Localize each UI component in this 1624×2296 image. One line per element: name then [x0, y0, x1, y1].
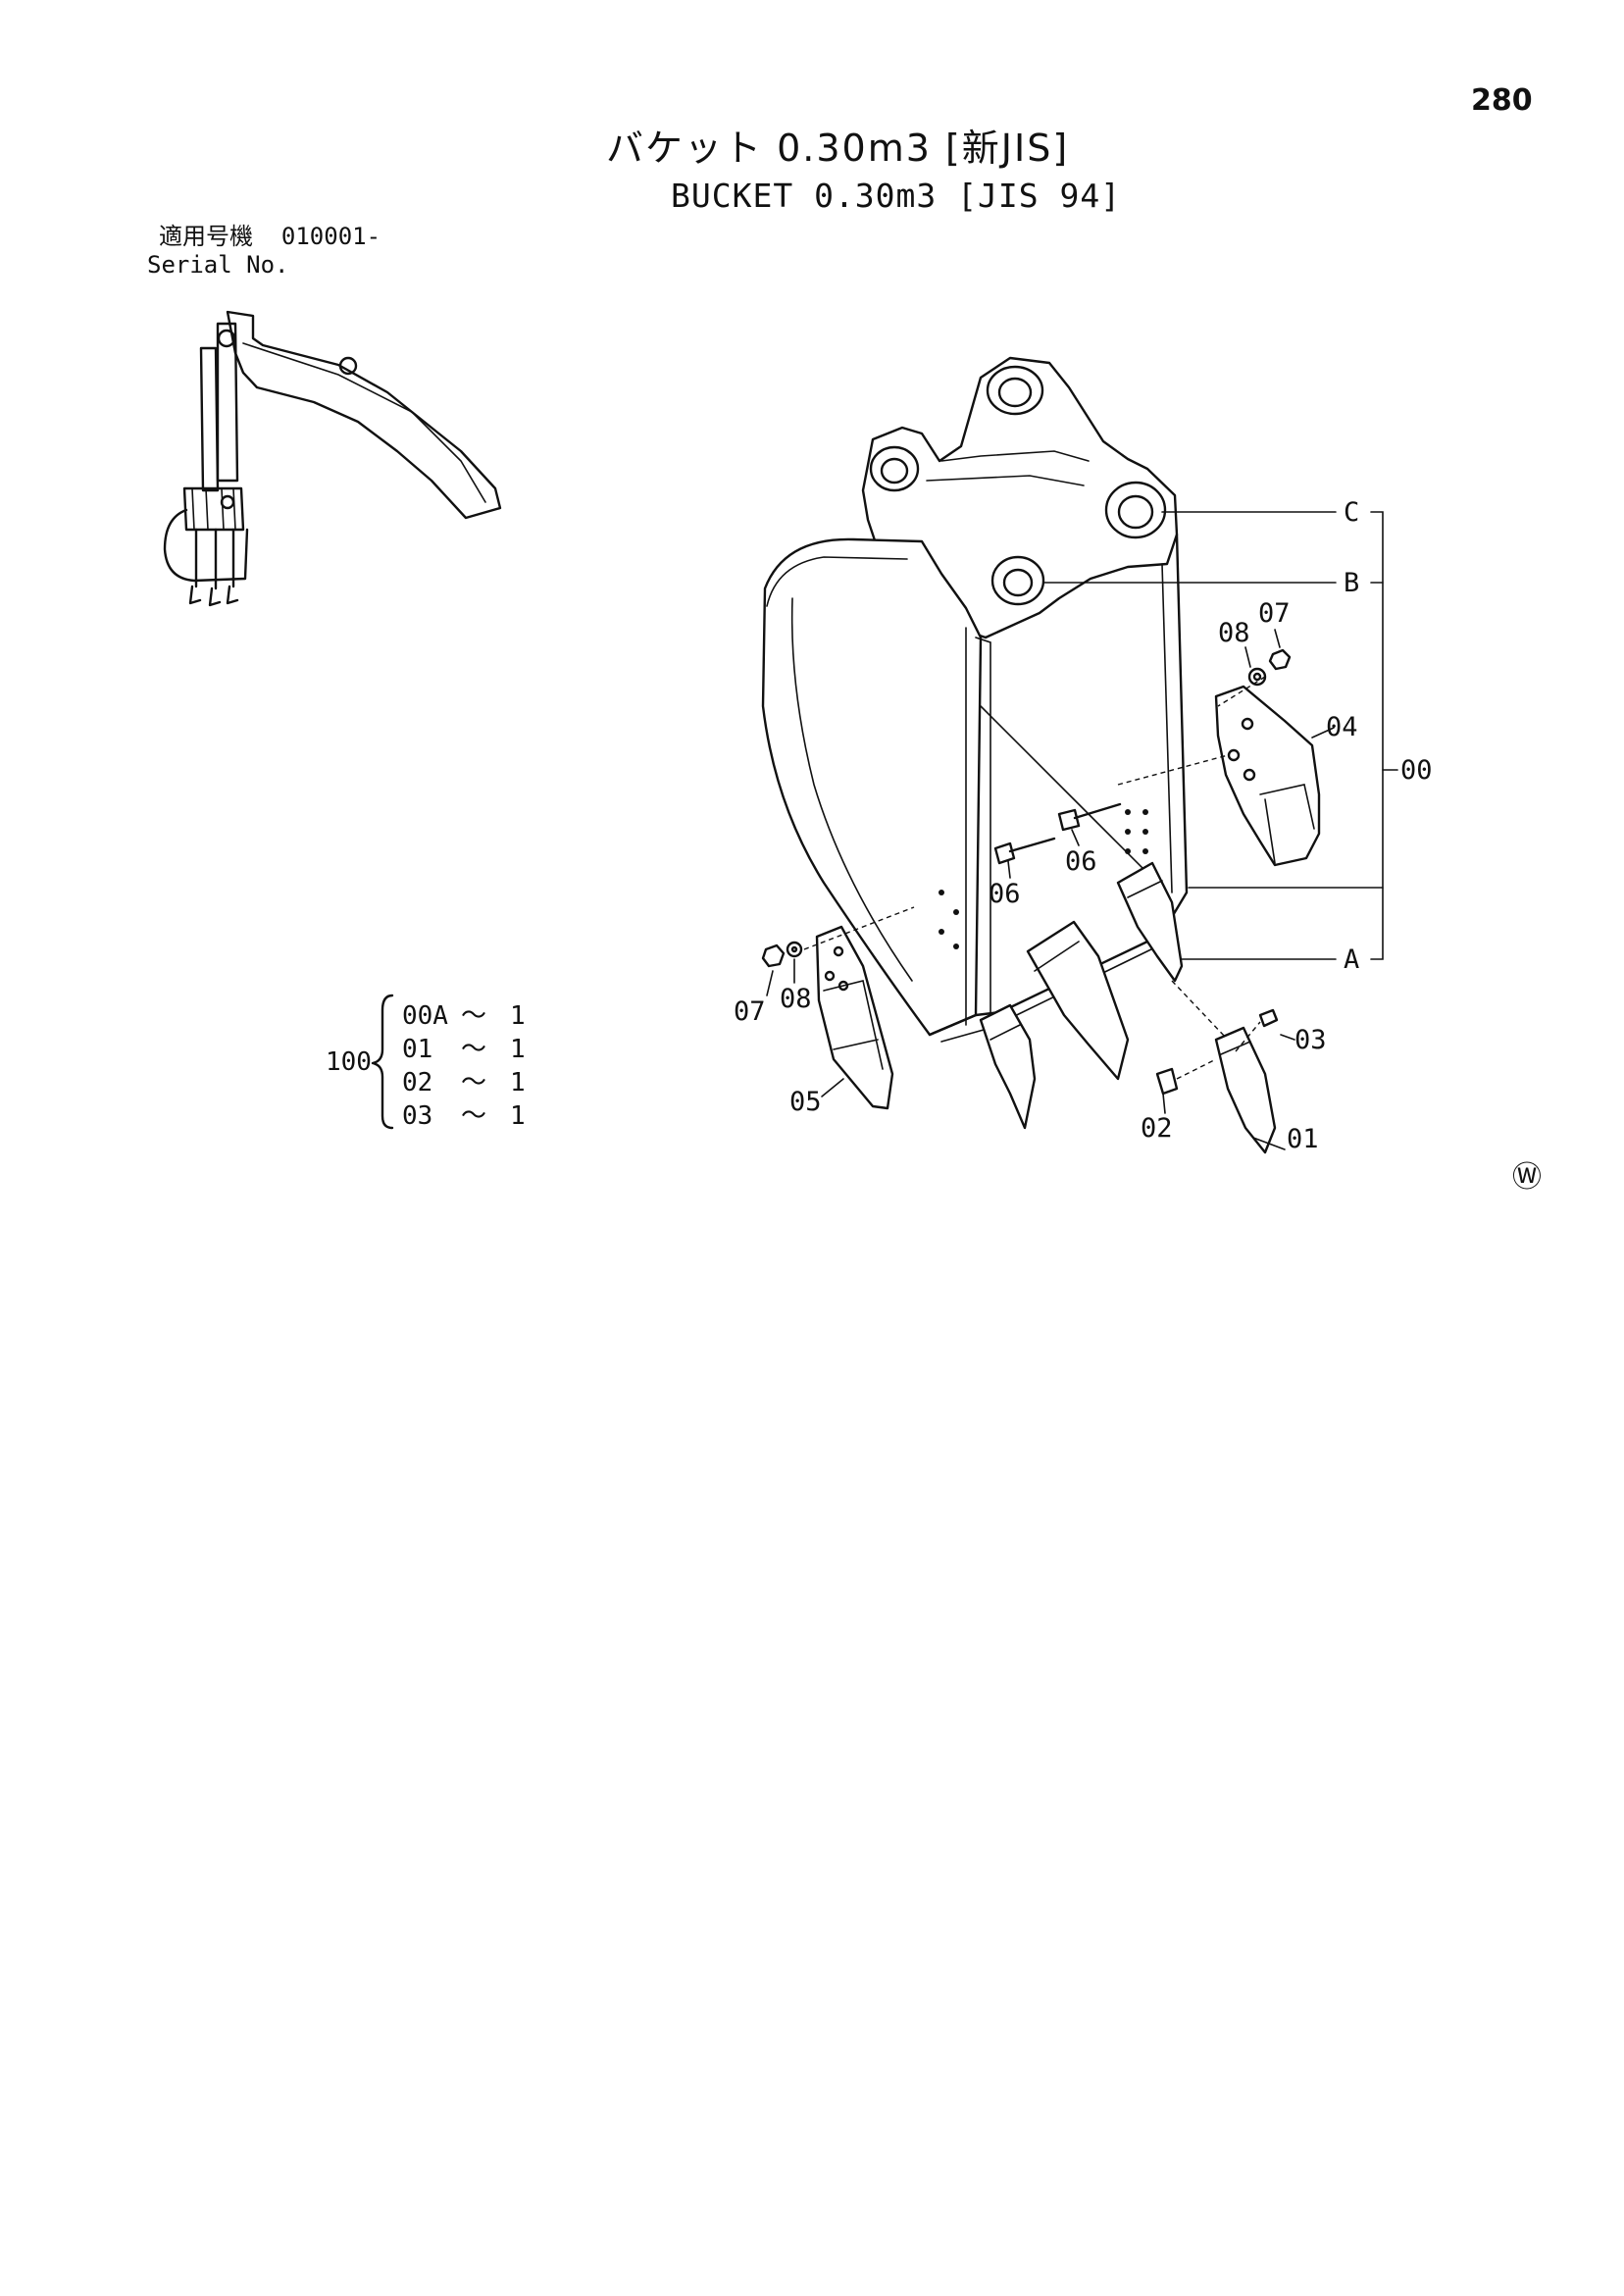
- kit-item-part: 00A: [402, 1001, 448, 1031]
- lock-pin: [1155, 1067, 1179, 1096]
- pin: [1258, 1008, 1279, 1028]
- part-label-03: 03: [1294, 1025, 1327, 1055]
- kit-item-tilde: 〜: [461, 1001, 487, 1031]
- part-label-04: 04: [1326, 712, 1358, 742]
- reference-letter-b: B: [1344, 568, 1360, 598]
- assembly-lines: [803, 676, 1266, 1080]
- kit-item-part: 03: [402, 1101, 433, 1131]
- serial-value: 010001-: [280, 223, 381, 250]
- part-label-07-left: 07: [734, 996, 766, 1027]
- reference-letter-c: C: [1344, 497, 1360, 528]
- kit-item-tilde: 〜: [461, 1068, 487, 1097]
- part-label-05: 05: [789, 1087, 822, 1117]
- page-number: 280: [1471, 83, 1533, 118]
- serial-label-english: Serial No.: [147, 251, 289, 279]
- kit-item-qty: 1: [510, 1101, 526, 1131]
- kit-item-part: 02: [402, 1068, 433, 1097]
- serial-label-japanese: 適用号機: [159, 223, 253, 250]
- part-label-00: 00: [1400, 755, 1433, 786]
- side-cutter-left: [815, 925, 894, 1110]
- bolts: [993, 802, 1122, 865]
- serial-row: 適用号機 010001-: [159, 225, 381, 248]
- corner-mark: Ⓦ: [1512, 1160, 1542, 1195]
- kit-number: 100: [326, 1047, 372, 1077]
- part-label-06-left: 06: [989, 879, 1021, 909]
- fasteners: [761, 648, 1292, 968]
- leader-lines: [766, 511, 1398, 1150]
- part-label-01: 01: [1287, 1124, 1319, 1154]
- kit-item-qty: 1: [510, 1035, 526, 1064]
- kit-item-tilde: 〜: [461, 1035, 487, 1064]
- kit-item-tilde: 〜: [461, 1101, 487, 1131]
- excavator-arm-thumbnail: [163, 310, 502, 607]
- part-label-08-left: 08: [780, 984, 812, 1014]
- kit-item-qty: 1: [510, 1068, 526, 1097]
- bucket-body: [761, 356, 1189, 1130]
- kit-item-part: 01: [402, 1035, 433, 1064]
- kit-item-qty: 1: [510, 1001, 526, 1031]
- side-cutter-right: [1214, 685, 1321, 867]
- part-label-02: 02: [1141, 1113, 1173, 1144]
- reference-letter-a: A: [1344, 944, 1360, 975]
- part-label-06-right: 06: [1065, 846, 1097, 877]
- kit-brace: [371, 994, 394, 1130]
- title-japanese: バケット 0.30m3 [新JIS]: [606, 127, 1070, 170]
- bucket-tooth: [1214, 1026, 1277, 1154]
- part-label-07-right: 07: [1258, 598, 1291, 629]
- part-label-08-right: 08: [1218, 618, 1250, 648]
- title-english: BUCKET 0.30m3 [JIS 94]: [671, 177, 1122, 215]
